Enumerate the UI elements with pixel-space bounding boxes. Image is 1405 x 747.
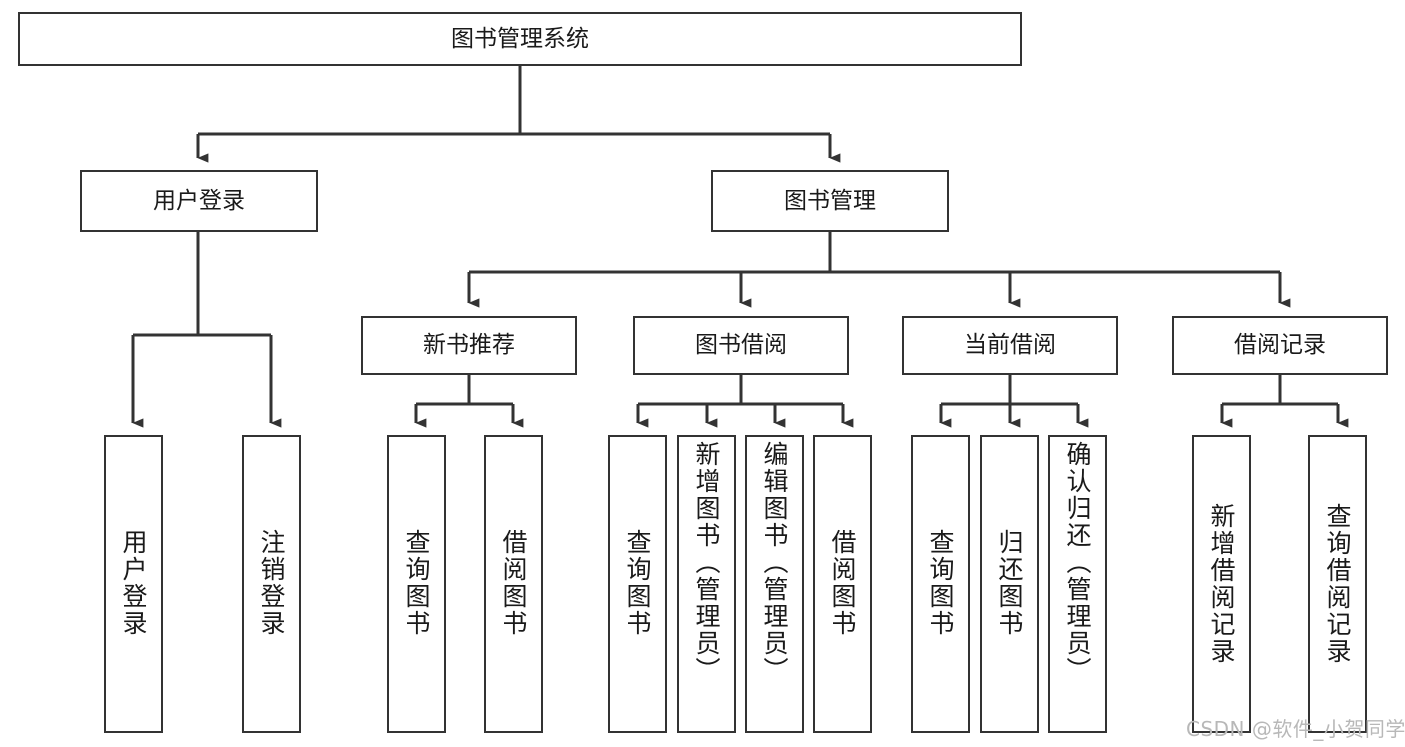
node-current-borrow-label: 当前借阅 — [964, 332, 1056, 359]
leaf-current-borrow-query[interactable]: 查询图书 — [911, 435, 970, 733]
leaf-book-borrow-query[interactable]: 查询图书 — [608, 435, 667, 733]
leaf-current-borrow-confirm[interactable]: 确认归还（管理员） — [1048, 435, 1107, 733]
node-new-book-recommend-label: 新书推荐 — [423, 332, 515, 359]
node-book-borrow-label: 图书借阅 — [695, 332, 787, 359]
leaf-new-book-query-label: 查询图书 — [402, 529, 431, 637]
leaf-user-login-login-label: 用户登录 — [119, 529, 148, 637]
leaf-current-borrow-confirm-label: 确认归还（管理员） — [1063, 441, 1092, 684]
leaf-current-borrow-return[interactable]: 归还图书 — [980, 435, 1039, 733]
leaf-book-borrow-query-label: 查询图书 — [623, 529, 652, 637]
leaf-user-login-logout[interactable]: 注销登录 — [242, 435, 301, 733]
node-borrow-record-label: 借阅记录 — [1234, 332, 1326, 359]
node-current-borrow[interactable]: 当前借阅 — [902, 316, 1118, 375]
leaf-book-borrow-edit-label: 编辑图书（管理员） — [760, 441, 789, 684]
leaf-borrow-record-add-label: 新增借阅记录 — [1207, 503, 1236, 665]
node-user-login[interactable]: 用户登录 — [80, 170, 318, 232]
node-root-label: 图书管理系统 — [451, 25, 589, 52]
node-borrow-record[interactable]: 借阅记录 — [1172, 316, 1388, 375]
node-book-manage-label: 图书管理 — [784, 187, 876, 214]
leaf-borrow-record-query[interactable]: 查询借阅记录 — [1308, 435, 1367, 733]
leaf-book-borrow-edit[interactable]: 编辑图书（管理员） — [745, 435, 804, 733]
leaf-book-borrow-borrow-label: 借阅图书 — [828, 529, 857, 637]
node-book-borrow[interactable]: 图书借阅 — [633, 316, 849, 375]
leaf-borrow-record-add[interactable]: 新增借阅记录 — [1192, 435, 1251, 733]
leaf-book-borrow-add[interactable]: 新增图书（管理员） — [677, 435, 736, 733]
node-user-login-label: 用户登录 — [153, 187, 245, 214]
node-book-manage[interactable]: 图书管理 — [711, 170, 949, 232]
leaf-current-borrow-query-label: 查询图书 — [926, 529, 955, 637]
node-new-book-recommend[interactable]: 新书推荐 — [361, 316, 577, 375]
leaf-book-borrow-add-label: 新增图书（管理员） — [692, 441, 721, 684]
leaf-borrow-record-query-label: 查询借阅记录 — [1323, 503, 1352, 665]
leaf-user-login-logout-label: 注销登录 — [257, 529, 286, 637]
leaf-new-book-borrow[interactable]: 借阅图书 — [484, 435, 543, 733]
leaf-user-login-login[interactable]: 用户登录 — [104, 435, 163, 733]
leaf-new-book-borrow-label: 借阅图书 — [499, 529, 528, 637]
node-root-system[interactable]: 图书管理系统 — [18, 12, 1022, 66]
leaf-new-book-query[interactable]: 查询图书 — [387, 435, 446, 733]
csdn-watermark: CSDN @软件_小贺同学 — [1186, 717, 1405, 741]
leaf-book-borrow-borrow[interactable]: 借阅图书 — [813, 435, 872, 733]
leaf-current-borrow-return-label: 归还图书 — [995, 529, 1024, 637]
